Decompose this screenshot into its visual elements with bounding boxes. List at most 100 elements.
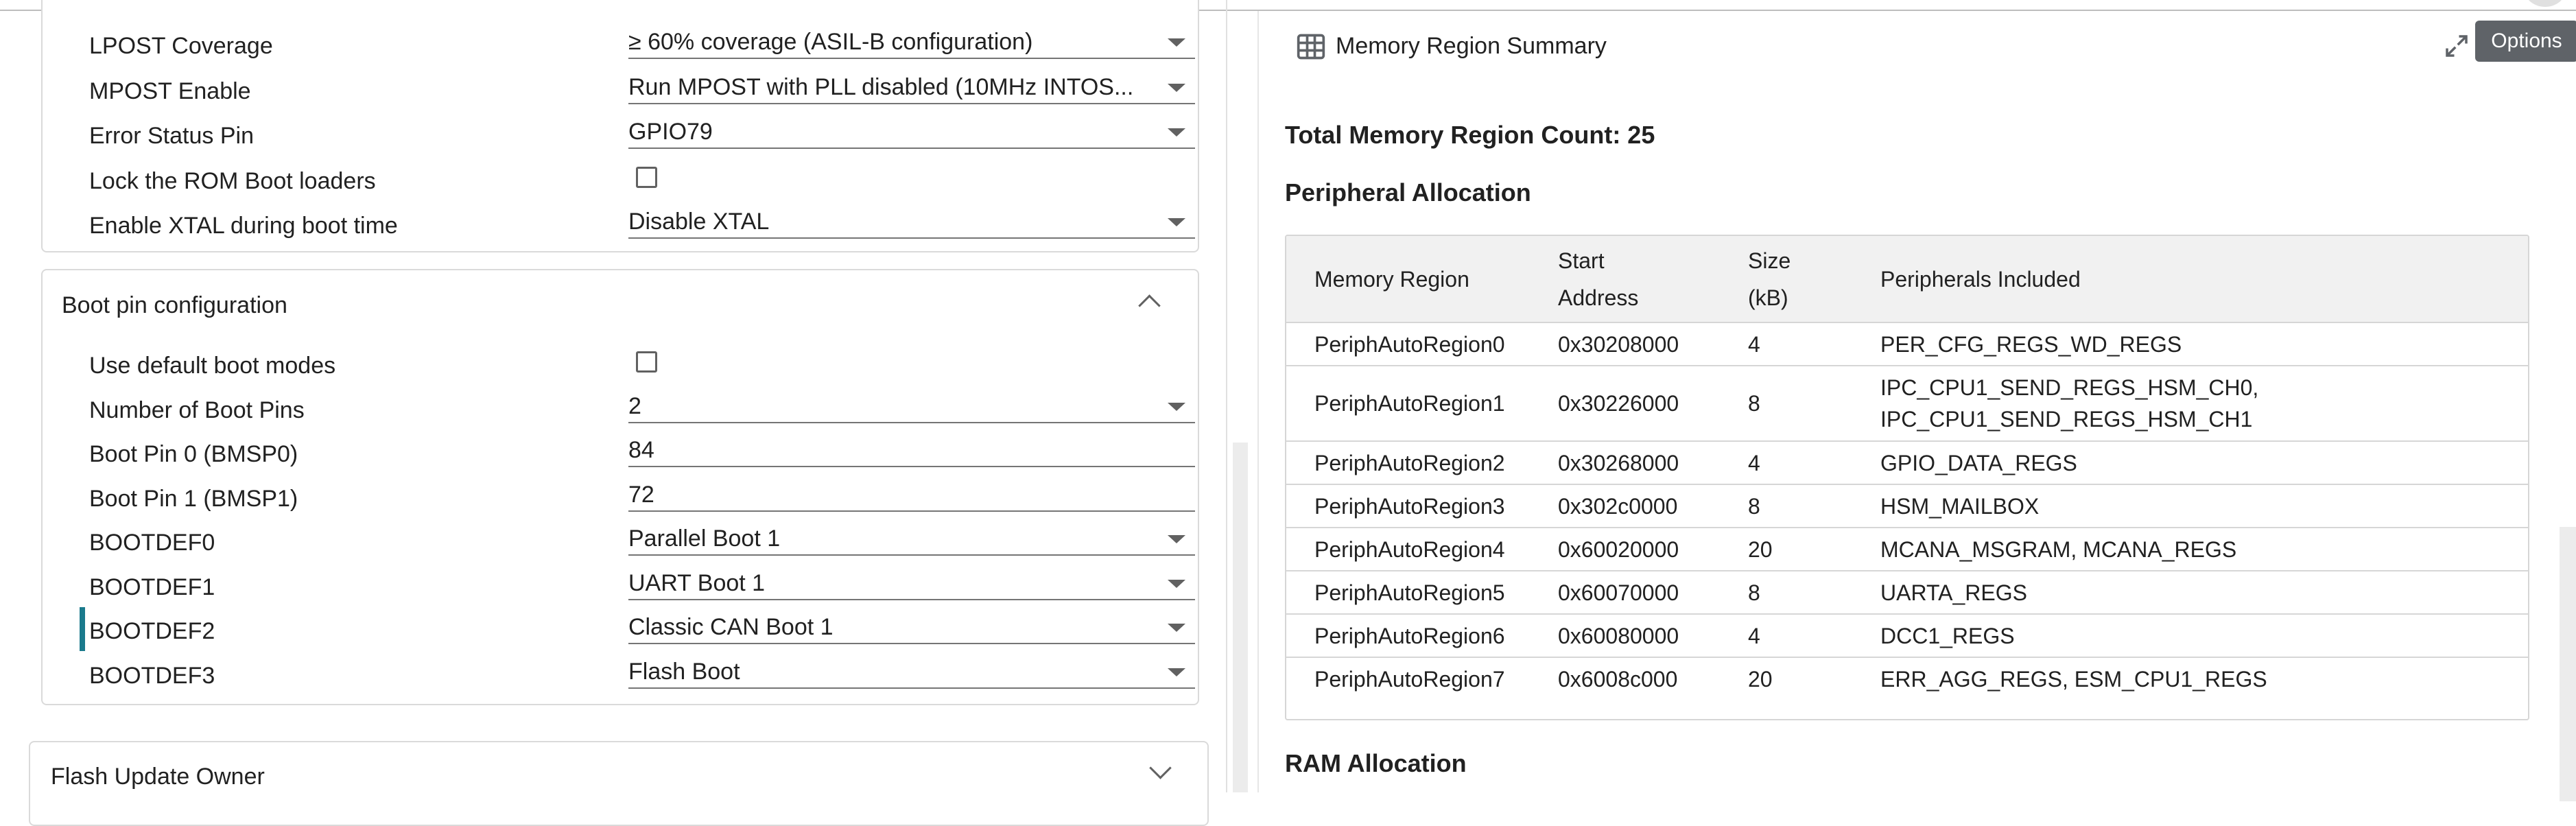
setting-row-use-default-boot-modes: Use default boot modes <box>26 343 1192 384</box>
setting-label: Lock the ROM Boot loaders <box>89 167 376 194</box>
boot-pin-group <box>41 269 1199 705</box>
use-default-boot-modes-checkbox[interactable] <box>636 351 657 373</box>
setting-label: Error Status Pin <box>89 123 254 149</box>
boot-pin-0-bmsp0-input[interactable]: 84 <box>628 434 1195 467</box>
config-panel: LPOST Coverage ≥ 60% coverage (ASIL-B con… <box>26 0 1213 826</box>
peripherals-cell: ERR_AGG_REGS, ESM_CPU1_REGS <box>1880 667 2267 692</box>
column-header-memory-region[interactable]: Memory Region <box>1286 236 1558 323</box>
start-address-cell: 0x30208000 <box>1558 322 1748 366</box>
peripherals-cell: UARTA_REGS <box>1880 571 2528 615</box>
enable-xtal-during-boot-time-select[interactable]: Disable XTAL <box>628 206 1195 239</box>
size-cell: 4 <box>1748 322 1880 366</box>
field-value: Classic CAN Boot 1 <box>628 614 834 640</box>
table-grid-icon <box>1297 34 1325 60</box>
field-value: Disable XTAL <box>628 209 770 235</box>
region-name-cell: PeriphAutoRegion4 <box>1286 528 1558 571</box>
header-text: Start <box>1558 248 1605 273</box>
column-header-peripherals-included[interactable]: Peripherals Included <box>1880 236 2528 323</box>
peripherals-cell: DCC1_REGS <box>1880 614 2528 658</box>
header-text: Size <box>1748 248 1791 273</box>
bootdef1-select[interactable]: UART Boot 1 <box>628 567 1195 600</box>
setting-label: MPOST Enable <box>89 78 251 104</box>
flash-owner-section-title[interactable]: Flash Update Owner <box>51 764 265 790</box>
region-name-cell: PeriphAutoRegion1 <box>1286 366 1558 442</box>
start-address-cell: 0x60070000 <box>1558 571 1748 615</box>
column-header-size-kb[interactable]: Size(kB) <box>1748 236 1880 323</box>
setting-row-bootdef2: BOOTDEF2 Classic CAN Boot 1 <box>26 607 1195 651</box>
boot-pin-1-bmsp1-input[interactable]: 72 <box>628 479 1195 512</box>
avatar[interactable] <box>2525 0 2566 7</box>
top-settings-group <box>41 0 1199 252</box>
expand-icon[interactable] <box>2442 32 2471 60</box>
dropdown-caret-icon <box>1168 83 1185 92</box>
peripherals-cell: IPC_CPU1_SEND_REGS_HSM_CH0, IPC_CPU1_SEN… <box>1880 366 2528 442</box>
start-address-cell: 0x302c0000 <box>1558 484 1748 528</box>
bootdef0-select[interactable]: Parallel Boot 1 <box>628 523 1195 556</box>
lock-the-rom-boot-loaders-checkbox[interactable] <box>636 166 657 188</box>
peripherals-cell: GPIO_DATA_REGS <box>1880 441 2528 485</box>
number-of-boot-pins-select[interactable]: 2 <box>628 390 1195 423</box>
setting-label: BOOTDEF2 <box>89 618 215 644</box>
field-value: 72 <box>628 481 654 508</box>
bootdef2-select[interactable]: Classic CAN Boot 1 <box>628 611 1195 644</box>
start-address-cell: 0x30268000 <box>1558 441 1748 485</box>
right-scrollbar[interactable] <box>2560 527 2576 801</box>
field-value: ≥ 60% coverage (ASIL-B configuration) <box>628 29 1033 55</box>
mpost-enable-select[interactable]: Run MPOST with PLL disabled (10MHz INTOS… <box>628 71 1195 104</box>
setting-label: LPOST Coverage <box>89 33 273 59</box>
error-status-pin-select[interactable]: GPIO79 <box>628 116 1195 149</box>
field-value: 2 <box>628 392 641 419</box>
left-scrollbar[interactable] <box>1233 442 1248 792</box>
region-name-cell: PeriphAutoRegion0 <box>1286 322 1558 366</box>
ram-allocation-heading: RAM Allocation <box>1285 749 1467 777</box>
size-cell: 4 <box>1748 441 1880 485</box>
setting-label: Use default boot modes <box>89 353 336 379</box>
field-value: Run MPOST with PLL disabled (10MHz INTOS… <box>628 73 1134 100</box>
start-address-cell: 0x60080000 <box>1558 614 1748 658</box>
setting-row-lock-the-rom-boot-loaders: Lock the ROM Boot loaders <box>26 158 1192 200</box>
top-divider <box>0 10 2576 11</box>
field-value: UART Boot 1 <box>628 569 766 596</box>
peripheral-allocation-heading: Peripheral Allocation <box>1285 178 1531 206</box>
setting-row-error-status-pin: Error Status Pin GPIO79 <box>26 113 1195 154</box>
header-text: Address <box>1558 285 1639 310</box>
lpost-coverage-select[interactable]: ≥ 60% coverage (ASIL-B configuration) <box>628 26 1195 59</box>
field-value: Parallel Boot 1 <box>628 526 781 552</box>
setting-row-boot-pin-1-bmsp1: Boot Pin 1 (BMSP1)72 <box>26 476 1195 517</box>
panel-divider <box>1226 0 1227 792</box>
region-name-cell: PeriphAutoRegion2 <box>1286 441 1558 485</box>
memory-summary-panel: Memory Region Summary Options Total Memo… <box>1257 11 2576 801</box>
options-button[interactable]: Options <box>2475 21 2576 62</box>
setting-label: BOOTDEF0 <box>89 530 215 556</box>
boot-pin-section-title[interactable]: Boot pin configuration <box>62 292 287 318</box>
header-text: Memory Region <box>1314 266 1469 292</box>
setting-row-boot-pin-0-bmsp0: Boot Pin 0 (BMSP0)84 <box>26 432 1195 473</box>
size-cell: 8 <box>1748 484 1880 528</box>
panel-title: Memory Region Summary <box>1336 33 1607 59</box>
focus-indicator <box>80 607 85 651</box>
bootdef3-select[interactable]: Flash Boot <box>628 656 1195 689</box>
setting-row-bootdef0: BOOTDEF0 Parallel Boot 1 <box>26 520 1195 561</box>
dropdown-caret-icon <box>1168 38 1185 47</box>
region-name-cell: PeriphAutoRegion7 <box>1314 667 1505 692</box>
peripherals-cell: PER_CFG_REGS_WD_REGS <box>1880 322 2528 366</box>
dropdown-caret-icon <box>1168 535 1185 543</box>
field-value: 84 <box>628 437 654 463</box>
total-region-count: Total Memory Region Count: 25 <box>1285 121 1655 149</box>
size-cell: 4 <box>1748 614 1880 658</box>
size-cell: 8 <box>1748 366 1880 442</box>
